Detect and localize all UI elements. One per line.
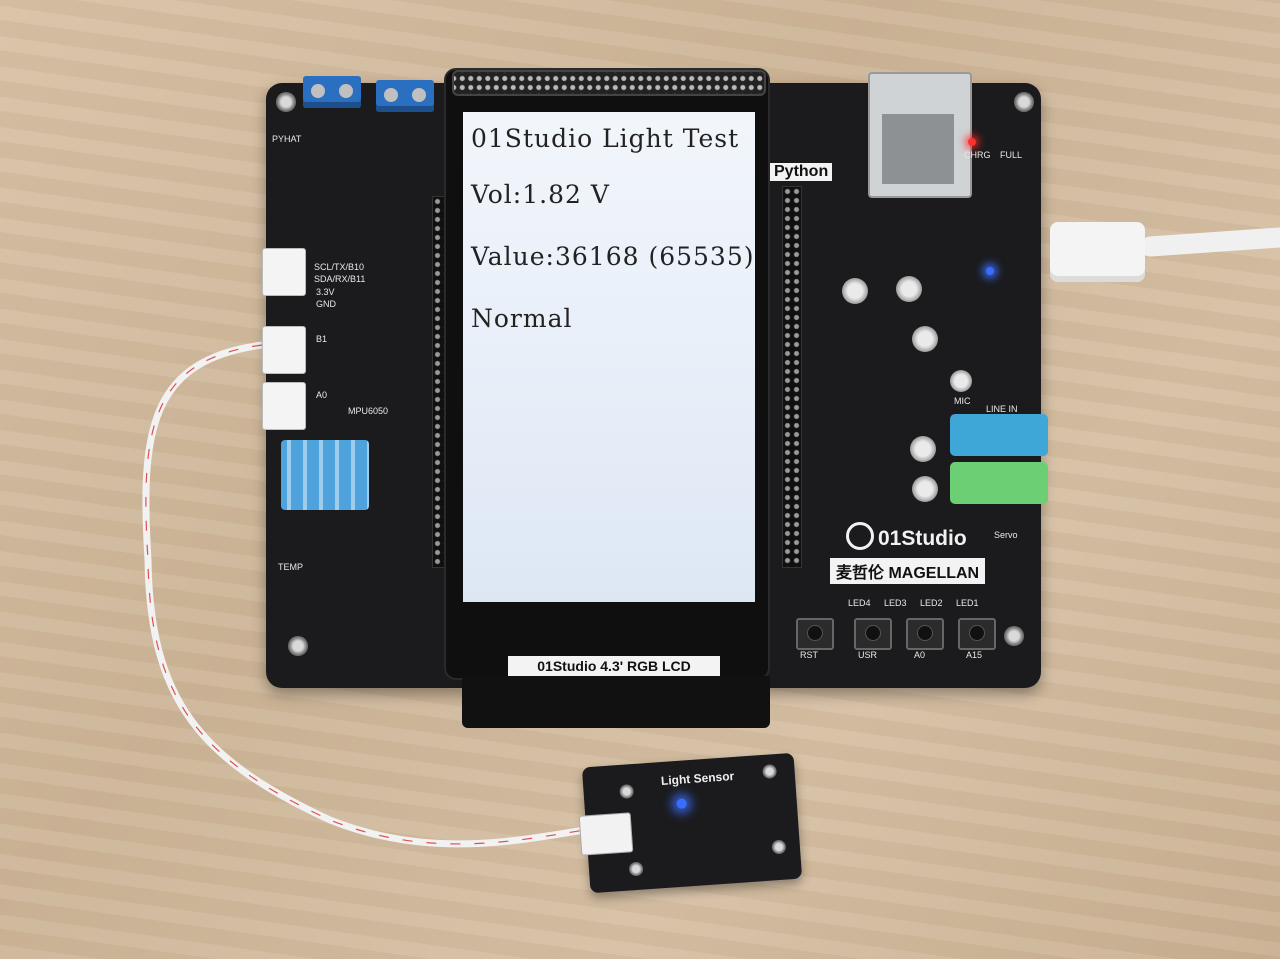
silk-a0: A0: [316, 390, 328, 400]
lcd-module-underside: [462, 676, 770, 728]
sensor-plug: [578, 812, 634, 856]
lcd-label: 01Studio 4.3' RGB LCD: [508, 656, 720, 676]
grove-connector: [262, 248, 306, 296]
a15-button[interactable]: [958, 618, 996, 650]
silk-servo: Servo: [994, 530, 1018, 540]
mount-hole-icon: [762, 763, 778, 779]
lcd-value: Value:36168 (65535): [471, 242, 755, 271]
grove-connector-b1: [262, 326, 306, 374]
lcd-voltage: Vol:1.82 V: [471, 180, 610, 209]
ethernet-port: [868, 72, 972, 198]
silk-gnd: GND: [316, 299, 336, 309]
capacitor: [842, 278, 868, 304]
silk-b1: B1: [316, 334, 328, 344]
capacitor: [910, 436, 936, 462]
capacitor: [912, 476, 938, 502]
silk-mpu6050: MPU6050: [348, 406, 389, 416]
lcd-status: Normal: [471, 304, 573, 333]
screw-icon: [276, 92, 296, 112]
a0-button[interactable]: [906, 618, 944, 650]
screw-terminal: [376, 80, 434, 112]
microphone-icon: [950, 370, 972, 392]
capacitor: [896, 276, 922, 302]
capacitor: [912, 326, 938, 352]
silk-3v3: 3.3V: [316, 287, 335, 297]
audio-jack-blue: [950, 414, 1048, 456]
lcd-title: 01Studio Light Test: [471, 124, 740, 153]
humidity-sensor-dht: [281, 440, 369, 510]
usb-c-plug: [1050, 222, 1145, 282]
charge-led-icon: [968, 138, 976, 146]
silk-full: FULL: [1000, 150, 1023, 160]
sensor-title: Light Sensor: [660, 768, 735, 789]
silk-mic: MIC: [954, 396, 971, 406]
silk-pyhat: PYHAT: [272, 134, 302, 144]
brand-name: 01Studio: [878, 527, 967, 550]
grove-connector-a0: [262, 382, 306, 430]
silk-led1: LED1: [956, 598, 979, 608]
rst-button[interactable]: [796, 618, 834, 650]
mount-hole-icon: [771, 839, 787, 855]
silk-led3: LED3: [884, 598, 907, 608]
screw-icon: [1014, 92, 1034, 112]
audio-jack-green: [950, 462, 1048, 504]
screw-icon: [288, 636, 308, 656]
silk-led2: LED2: [920, 598, 943, 608]
usr-button[interactable]: [854, 618, 892, 650]
silk-chrg: CHRG: [964, 150, 991, 160]
mount-hole-icon: [628, 861, 644, 877]
silk-a0-button: A0: [914, 650, 926, 660]
brand-circle-icon: [846, 522, 874, 550]
lcd-screen: 01Studio Light Test Vol:1.82 V Value:361…: [463, 112, 755, 602]
lcd-pin-header: [452, 70, 766, 96]
silk-line-in: LINE IN: [986, 404, 1018, 414]
sensor-led-icon: [676, 798, 687, 810]
silk-scl: SCL/TX/B10: [314, 262, 365, 272]
silk-usr: USR: [858, 650, 878, 660]
python-label: Python: [770, 163, 833, 181]
screw-icon: [1004, 626, 1024, 646]
mount-hole-icon: [619, 784, 635, 799]
pin-header-right: [782, 186, 802, 568]
power-led-icon: [986, 267, 994, 275]
silk-a15: A15: [966, 650, 983, 660]
silk-sda: SDA/RX/B11: [314, 274, 366, 284]
silk-rst: RST: [800, 650, 818, 660]
board-model: 麦哲伦 MAGELLAN: [830, 558, 986, 584]
silk-temp: TEMP: [278, 562, 304, 572]
screw-terminal: [303, 76, 361, 108]
silk-led4: LED4: [848, 598, 871, 608]
brand-logo: 01Studio: [846, 522, 967, 551]
